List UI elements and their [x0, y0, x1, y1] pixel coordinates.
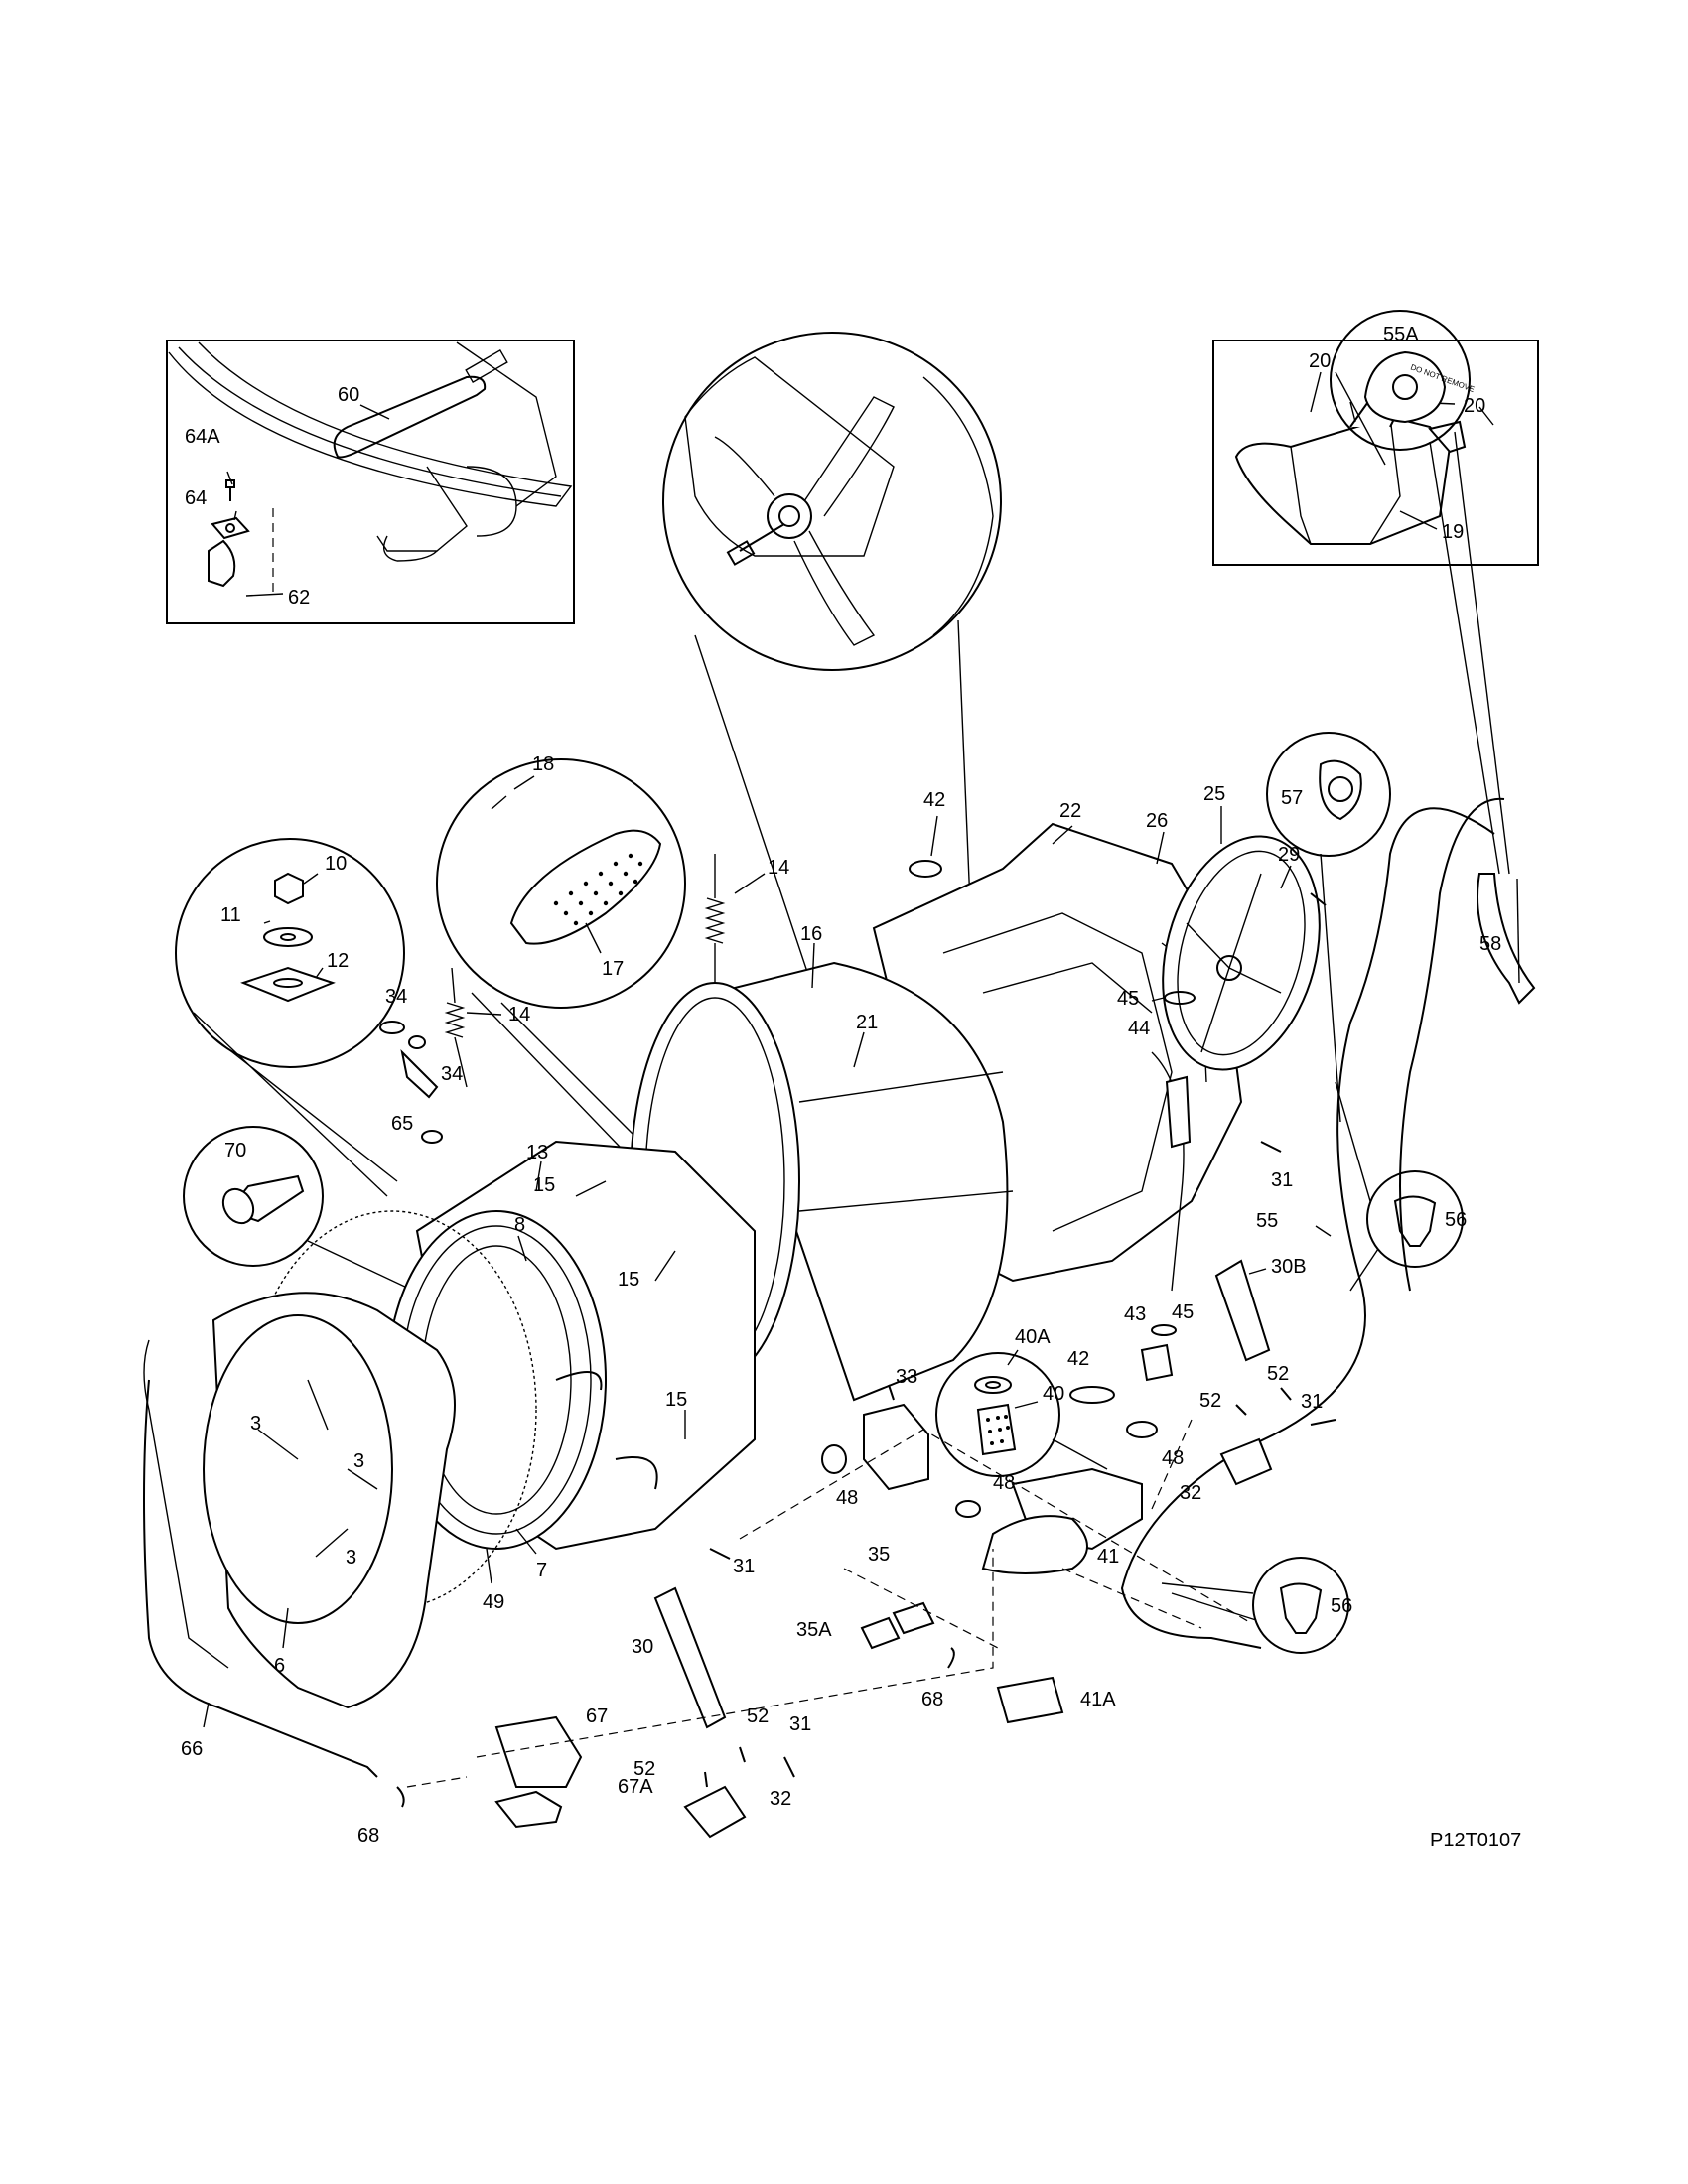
callout-45-upper: 45 — [1117, 988, 1139, 1010]
callout-52-mid: 52 — [1199, 1390, 1221, 1412]
callout-31-upper: 31 — [1271, 1169, 1293, 1191]
callout-41: 41 — [1097, 1546, 1119, 1568]
callout-26: 26 — [1146, 810, 1168, 832]
callout-8: 8 — [514, 1214, 525, 1236]
callout-62: 62 — [288, 587, 310, 609]
callout-57: 57 — [1281, 787, 1303, 809]
callout-21: 21 — [856, 1012, 878, 1033]
callout-45-lower: 45 — [1172, 1301, 1194, 1323]
callout-32-bottom: 32 — [770, 1788, 791, 1810]
callout-12: 12 — [327, 950, 349, 972]
callout-68-right: 68 — [921, 1689, 943, 1710]
detail-56-upper: 56 — [1335, 1081, 1467, 1292]
callout-11: 11 — [220, 904, 241, 926]
callout-31-mid: 31 — [733, 1556, 755, 1577]
callout-44: 44 — [1128, 1018, 1150, 1039]
callout-32-right: 32 — [1180, 1482, 1201, 1504]
front-tub: 13 15 8 15 15 — [386, 1140, 756, 1551]
callout-58: 58 — [1479, 933, 1501, 955]
callout-49: 49 — [483, 1591, 504, 1613]
callout-15-lower: 15 — [665, 1389, 687, 1411]
callout-43: 43 — [1124, 1303, 1146, 1325]
callout-15-upper: 15 — [533, 1174, 555, 1196]
callout-52-bottom: 52 — [747, 1706, 769, 1727]
callout-35a: 35A — [796, 1619, 832, 1641]
callout-35: 35 — [868, 1544, 890, 1566]
bottom-left-parts: 30 67 67A 52 52 31 32 — [494, 1586, 811, 1839]
callout-42-lower: 42 — [1067, 1348, 1089, 1370]
callout-70: 70 — [224, 1140, 246, 1161]
callout-52-right: 52 — [1267, 1363, 1289, 1385]
callout-42-top: 42 — [923, 789, 945, 811]
callout-55a: 55A — [1383, 324, 1419, 345]
callout-29: 29 — [1278, 844, 1300, 866]
callout-48-mid: 48 — [993, 1472, 1015, 1494]
callout-67a: 67A — [618, 1776, 653, 1798]
callout-6: 6 — [274, 1655, 285, 1677]
callout-60: 60 — [338, 384, 359, 406]
callout-20-left: 20 — [1309, 350, 1331, 372]
callout-41a: 41A — [1080, 1689, 1116, 1710]
callout-64: 64 — [185, 487, 207, 509]
callout-22: 22 — [1059, 800, 1081, 822]
callout-40a: 40A — [1015, 1326, 1051, 1348]
callout-56-upper: 56 — [1445, 1209, 1467, 1231]
callout-48-right: 48 — [1162, 1447, 1184, 1469]
detail-nut-washer: 10 11 12 — [175, 838, 405, 1197]
callout-64a: 64A — [185, 426, 220, 448]
callout-30: 30 — [632, 1636, 653, 1658]
callout-48-left: 48 — [836, 1487, 858, 1509]
callout-14-lower: 14 — [508, 1004, 530, 1025]
detail-40: 40A 40 — [935, 1326, 1108, 1477]
callout-33: 33 — [896, 1366, 917, 1388]
callout-14-upper: 14 — [768, 857, 789, 879]
callout-34-upper: 34 — [385, 986, 407, 1008]
callout-13: 13 — [526, 1142, 548, 1163]
callout-56-lower: 56 — [1331, 1595, 1352, 1617]
callout-3-bottom: 3 — [346, 1547, 356, 1569]
callout-10: 10 — [325, 853, 347, 875]
callout-52-bottom-left: 52 — [633, 1758, 655, 1780]
callout-31-right: 31 — [1301, 1391, 1323, 1413]
callout-15-middle: 15 — [618, 1269, 639, 1291]
callout-3-left: 3 — [250, 1413, 261, 1434]
callout-3-right: 3 — [353, 1450, 364, 1472]
callout-7: 7 — [536, 1560, 547, 1581]
callout-30b: 30B — [1271, 1256, 1307, 1278]
callout-55: 55 — [1256, 1210, 1278, 1232]
callout-68-left: 68 — [357, 1825, 379, 1846]
callout-16: 16 — [800, 923, 822, 945]
front-ring: 3 3 3 6 7 49 66 68 — [143, 1210, 547, 1846]
detail-57: 57 — [1266, 732, 1391, 1123]
assembly-guides — [406, 1419, 1252, 1788]
hoses-right: 58 55 — [1120, 797, 1536, 1649]
callout-67: 67 — [586, 1706, 608, 1727]
pump-assembly: 42 48 48 48 33 35 41 35A 31 41A 68 — [709, 1348, 1184, 1724]
callout-17: 17 — [602, 958, 624, 980]
callout-19: 19 — [1442, 521, 1464, 543]
diagram-code: P12T0107 — [1430, 1830, 1521, 1851]
inset-top-left: 60 64A 64 62 — [166, 340, 575, 624]
callout-31-bottom: 31 — [789, 1713, 811, 1735]
callout-65: 65 — [391, 1113, 413, 1135]
detail-56-lower: 56 — [1161, 1557, 1352, 1654]
callout-66: 66 — [181, 1738, 203, 1760]
callout-25: 25 — [1203, 783, 1225, 805]
callout-40: 40 — [1043, 1383, 1064, 1405]
callout-34-lower: 34 — [441, 1063, 463, 1085]
springs: 14 14 34 34 65 — [379, 854, 789, 1144]
callout-18: 18 — [532, 753, 554, 775]
callout-20-right: 20 — [1464, 395, 1485, 417]
heater-parts: 45 44 43 45 30B 52 52 31 32 31 — [1117, 988, 1336, 1504]
